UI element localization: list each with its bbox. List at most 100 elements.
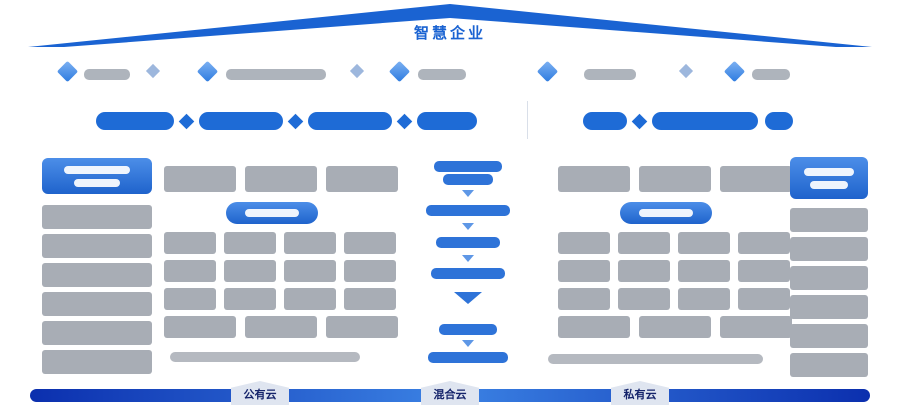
module-box [790, 237, 868, 261]
module-box [164, 232, 216, 254]
capability-label-placeholder [752, 69, 790, 80]
module-box [790, 266, 868, 290]
module-box [42, 292, 152, 316]
hybrid-cloud-badge: 混合云 [421, 381, 479, 405]
module-box [678, 232, 730, 254]
module-box [618, 260, 670, 282]
module-box [344, 232, 396, 254]
module-box [224, 260, 276, 282]
module-box [42, 350, 152, 374]
module-box [224, 288, 276, 310]
flow-label-placeholder [426, 205, 510, 216]
roof-shape [28, 4, 872, 47]
banner-text-placeholder [583, 112, 627, 130]
module-box [738, 288, 790, 310]
middle-platform-pill-left [226, 202, 318, 224]
diamond-separator-icon [287, 113, 304, 129]
down-arrow-icon [462, 255, 474, 262]
module-box [164, 288, 216, 310]
module-box [790, 295, 868, 319]
diamond-separator-icon [178, 113, 195, 129]
module-box [790, 324, 868, 348]
module-box [639, 316, 711, 338]
module-box [738, 260, 790, 282]
module-box [720, 166, 792, 192]
diamond-separator-icon [678, 63, 694, 79]
module-box [344, 260, 396, 282]
capability-label-placeholder [584, 69, 636, 80]
text-placeholder [245, 209, 299, 217]
module-box [284, 232, 336, 254]
down-arrow-icon [462, 190, 474, 197]
capability-label-placeholder [226, 69, 326, 80]
flow-label-placeholder [428, 352, 508, 363]
caption-placeholder [548, 354, 763, 364]
module-box [558, 316, 630, 338]
cube-icon [723, 60, 746, 83]
diagram-title: 智慧企业 [413, 24, 486, 42]
module-box [164, 166, 236, 192]
middle-platform-pill-right [620, 202, 712, 224]
cube-icon [196, 60, 219, 83]
module-box [558, 288, 610, 310]
capability-label-placeholder [418, 69, 466, 80]
module-box [558, 232, 610, 254]
banner-text-placeholder [96, 112, 174, 130]
module-box [284, 288, 336, 310]
module-box [224, 232, 276, 254]
text-placeholder [810, 180, 848, 189]
text-placeholder [74, 178, 120, 187]
flow-label-placeholder [434, 161, 502, 172]
diamond-separator-icon [145, 63, 161, 79]
banner-text-placeholder [765, 112, 793, 130]
module-box [326, 166, 398, 192]
cube-icon [388, 60, 411, 83]
diamond-separator-icon [396, 113, 413, 129]
module-box [42, 263, 152, 287]
left-portal-box [42, 158, 152, 194]
down-arrow-icon [454, 292, 482, 304]
module-box [720, 316, 792, 338]
banner-text-placeholder [417, 112, 477, 130]
text-placeholder [64, 165, 130, 174]
banner-text-placeholder [652, 112, 758, 130]
text-placeholder [804, 167, 854, 176]
module-box [284, 260, 336, 282]
module-box [42, 205, 152, 229]
diamond-separator-icon [631, 113, 648, 129]
module-box [790, 353, 868, 377]
module-box [245, 166, 317, 192]
flow-label-placeholder [443, 174, 493, 185]
module-box [618, 232, 670, 254]
module-box [164, 260, 216, 282]
right-side-box [790, 157, 868, 199]
private-cloud-badge: 私有云 [611, 381, 669, 405]
flow-label-placeholder [431, 268, 505, 279]
cube-icon [56, 60, 79, 83]
banner-text-placeholder [308, 112, 392, 130]
module-box [558, 260, 610, 282]
module-box [42, 234, 152, 258]
down-arrow-icon [462, 340, 474, 347]
down-arrow-icon [462, 223, 474, 230]
module-box [738, 232, 790, 254]
cube-icon [536, 60, 559, 83]
module-box [326, 316, 398, 338]
caption-placeholder [170, 352, 360, 362]
module-box [164, 316, 236, 338]
module-box [678, 288, 730, 310]
banner-divider [527, 101, 528, 139]
text-placeholder [639, 209, 693, 217]
flow-label-placeholder [436, 237, 500, 248]
roof-band [28, 4, 872, 47]
flow-label-placeholder [439, 324, 497, 335]
module-box [639, 166, 711, 192]
module-box [678, 260, 730, 282]
module-box [618, 288, 670, 310]
capability-label-placeholder [84, 69, 130, 80]
public-cloud-badge: 公有云 [231, 381, 289, 405]
module-box [245, 316, 317, 338]
module-box [42, 321, 152, 345]
diamond-separator-icon [349, 63, 365, 79]
